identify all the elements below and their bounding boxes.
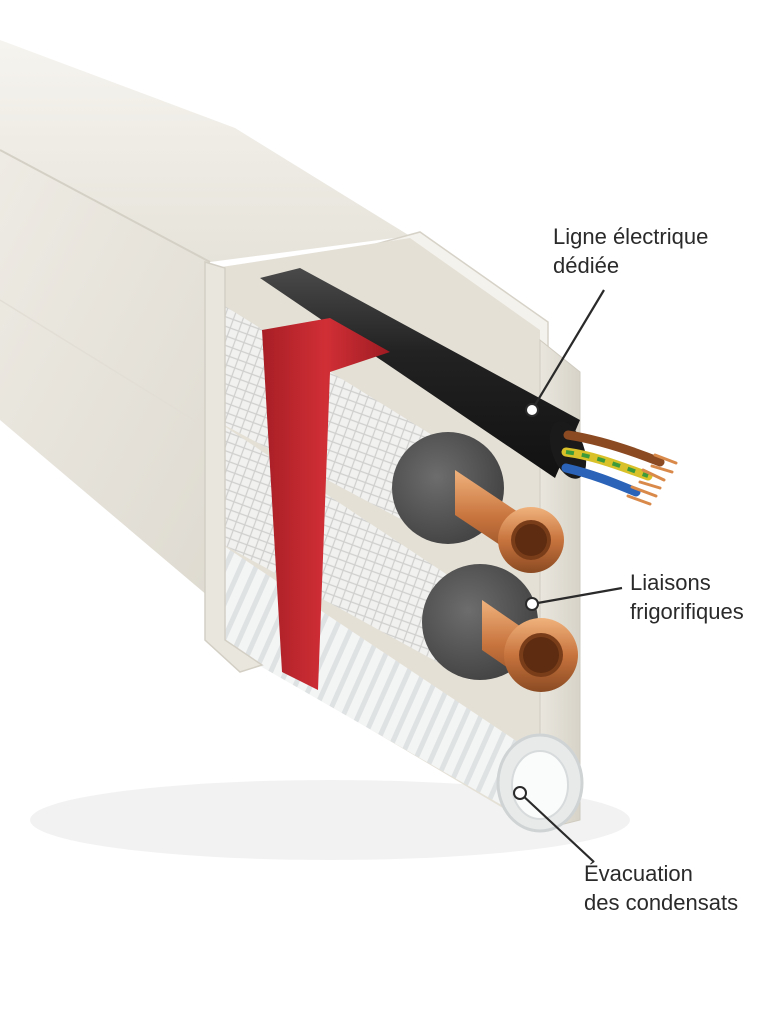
label-frigo-line1: Liaisons <box>630 570 711 595</box>
leader-line-electric <box>531 289 605 411</box>
trunking-top-face <box>0 40 410 262</box>
red-strap <box>262 318 390 690</box>
trunking-front-wall <box>204 260 264 673</box>
leader-line-condensats <box>519 792 595 863</box>
label-frigo-line2: frigorifiques <box>630 599 744 624</box>
label-electric-line: Ligne électrique dédiée <box>553 222 708 280</box>
label-electric-line2: dédiée <box>553 253 620 278</box>
label-condensate-drain: Évacuation des condensats <box>584 859 738 917</box>
electric-cable-body <box>260 268 580 478</box>
label-condensats-line1: Évacuation <box>584 861 693 886</box>
trunking-left-face <box>0 150 260 640</box>
leader-line-frigo <box>531 586 623 606</box>
label-electric-line1: Ligne électrique <box>553 224 709 249</box>
label-condensats-line2: des condensats <box>584 890 739 915</box>
label-refrigerant-lines: Liaisons frigorifiques <box>630 568 744 626</box>
wire-blue <box>561 463 641 497</box>
wire-brown <box>563 430 665 467</box>
wire-green-yellow <box>561 447 653 481</box>
ground-shadow <box>30 780 630 860</box>
